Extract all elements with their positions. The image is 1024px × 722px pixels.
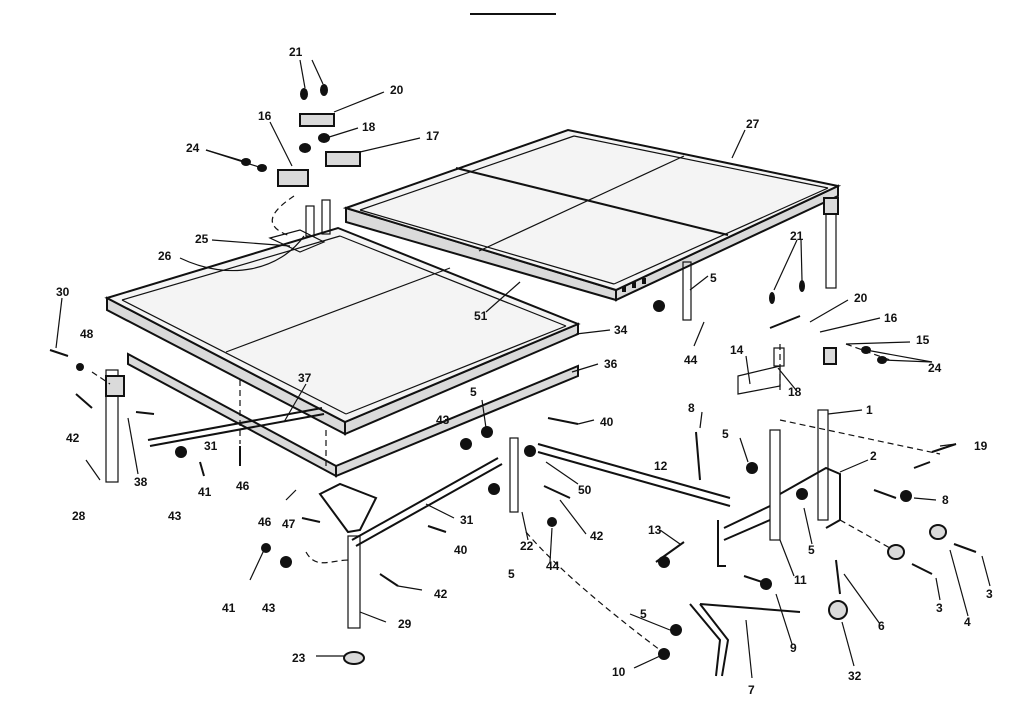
callout-20: 20 [854, 291, 868, 305]
callout-4: 4 [964, 615, 971, 629]
left-frame [105, 352, 731, 665]
callout-8: 8 [688, 401, 695, 415]
leader-lines [55, 59, 991, 679]
callout-24: 24 [186, 141, 200, 155]
callout-31: 31 [460, 513, 474, 527]
callout-47: 47 [282, 517, 296, 531]
hardware-pieces [49, 158, 977, 660]
callout-34: 34 [614, 323, 628, 337]
callout-2: 2 [870, 449, 877, 463]
callout-44: 44 [684, 353, 698, 367]
callout-26: 26 [158, 249, 172, 263]
callout-3: 3 [936, 601, 943, 615]
callout-50: 50 [578, 483, 592, 497]
left-table-half [104, 226, 581, 436]
callout-43: 43 [168, 509, 182, 523]
callout-29: 29 [398, 617, 412, 631]
callout-21: 21 [790, 229, 804, 243]
callout-46: 46 [236, 479, 250, 493]
callout-30: 30 [56, 285, 70, 299]
callout-32: 32 [848, 669, 862, 683]
callout-12: 12 [654, 459, 668, 473]
callout-41: 41 [222, 601, 236, 615]
callout-1: 1 [866, 403, 873, 417]
callout-9: 9 [790, 641, 797, 655]
callout-46: 46 [258, 515, 272, 529]
callout-23: 23 [292, 651, 306, 665]
callout-22: 22 [520, 539, 534, 553]
callout-18: 18 [362, 120, 376, 134]
callout-5: 5 [722, 427, 729, 441]
callout-17: 17 [426, 129, 440, 143]
right-table-half [342, 128, 842, 302]
callout-37: 37 [298, 371, 312, 385]
callout-41: 41 [198, 485, 212, 499]
callout-42: 42 [434, 587, 448, 601]
callout-43: 43 [262, 601, 276, 615]
callout-38: 38 [134, 475, 148, 489]
callout-8: 8 [942, 493, 949, 507]
callout-14: 14 [730, 343, 744, 357]
callout-3: 3 [986, 587, 993, 601]
callout-5: 5 [808, 543, 815, 557]
callout-7: 7 [748, 683, 755, 697]
callout-18: 18 [788, 385, 802, 399]
callout-5: 5 [710, 271, 717, 285]
callout-25: 25 [195, 232, 209, 246]
assembly-lines [91, 343, 941, 651]
callout-10: 10 [612, 665, 626, 679]
callout-6: 6 [878, 619, 885, 633]
callout-36: 36 [604, 357, 618, 371]
callout-31: 31 [204, 439, 218, 453]
callout-16: 16 [884, 311, 898, 325]
callout-19: 19 [974, 439, 988, 453]
callout-16: 16 [258, 109, 272, 123]
callout-5: 5 [640, 607, 647, 621]
callout-5: 5 [470, 385, 477, 399]
right-leg-frame [689, 347, 947, 677]
callout-15: 15 [916, 333, 930, 347]
callout-40: 40 [454, 543, 468, 557]
callout-labels: 21 20 16 18 24 17 25 26 27 51 34 30 48 3… [56, 45, 993, 697]
center-hinge-hardware [268, 84, 361, 253]
callout-27: 27 [746, 117, 760, 131]
callout-51: 51 [474, 309, 488, 323]
callout-24: 24 [928, 361, 942, 375]
callout-5: 5 [508, 567, 515, 581]
callout-40: 40 [600, 415, 614, 429]
callout-20: 20 [390, 83, 404, 97]
callout-48: 48 [80, 327, 94, 341]
callout-21: 21 [289, 45, 303, 59]
callout-11: 11 [794, 573, 807, 587]
callout-43: 43 [436, 413, 450, 427]
callout-13: 13 [648, 523, 662, 537]
callout-42: 42 [66, 431, 80, 445]
callout-44: 44 [546, 559, 560, 573]
callout-28: 28 [72, 509, 86, 523]
right-leg-28 [682, 197, 839, 321]
callout-42: 42 [590, 529, 604, 543]
